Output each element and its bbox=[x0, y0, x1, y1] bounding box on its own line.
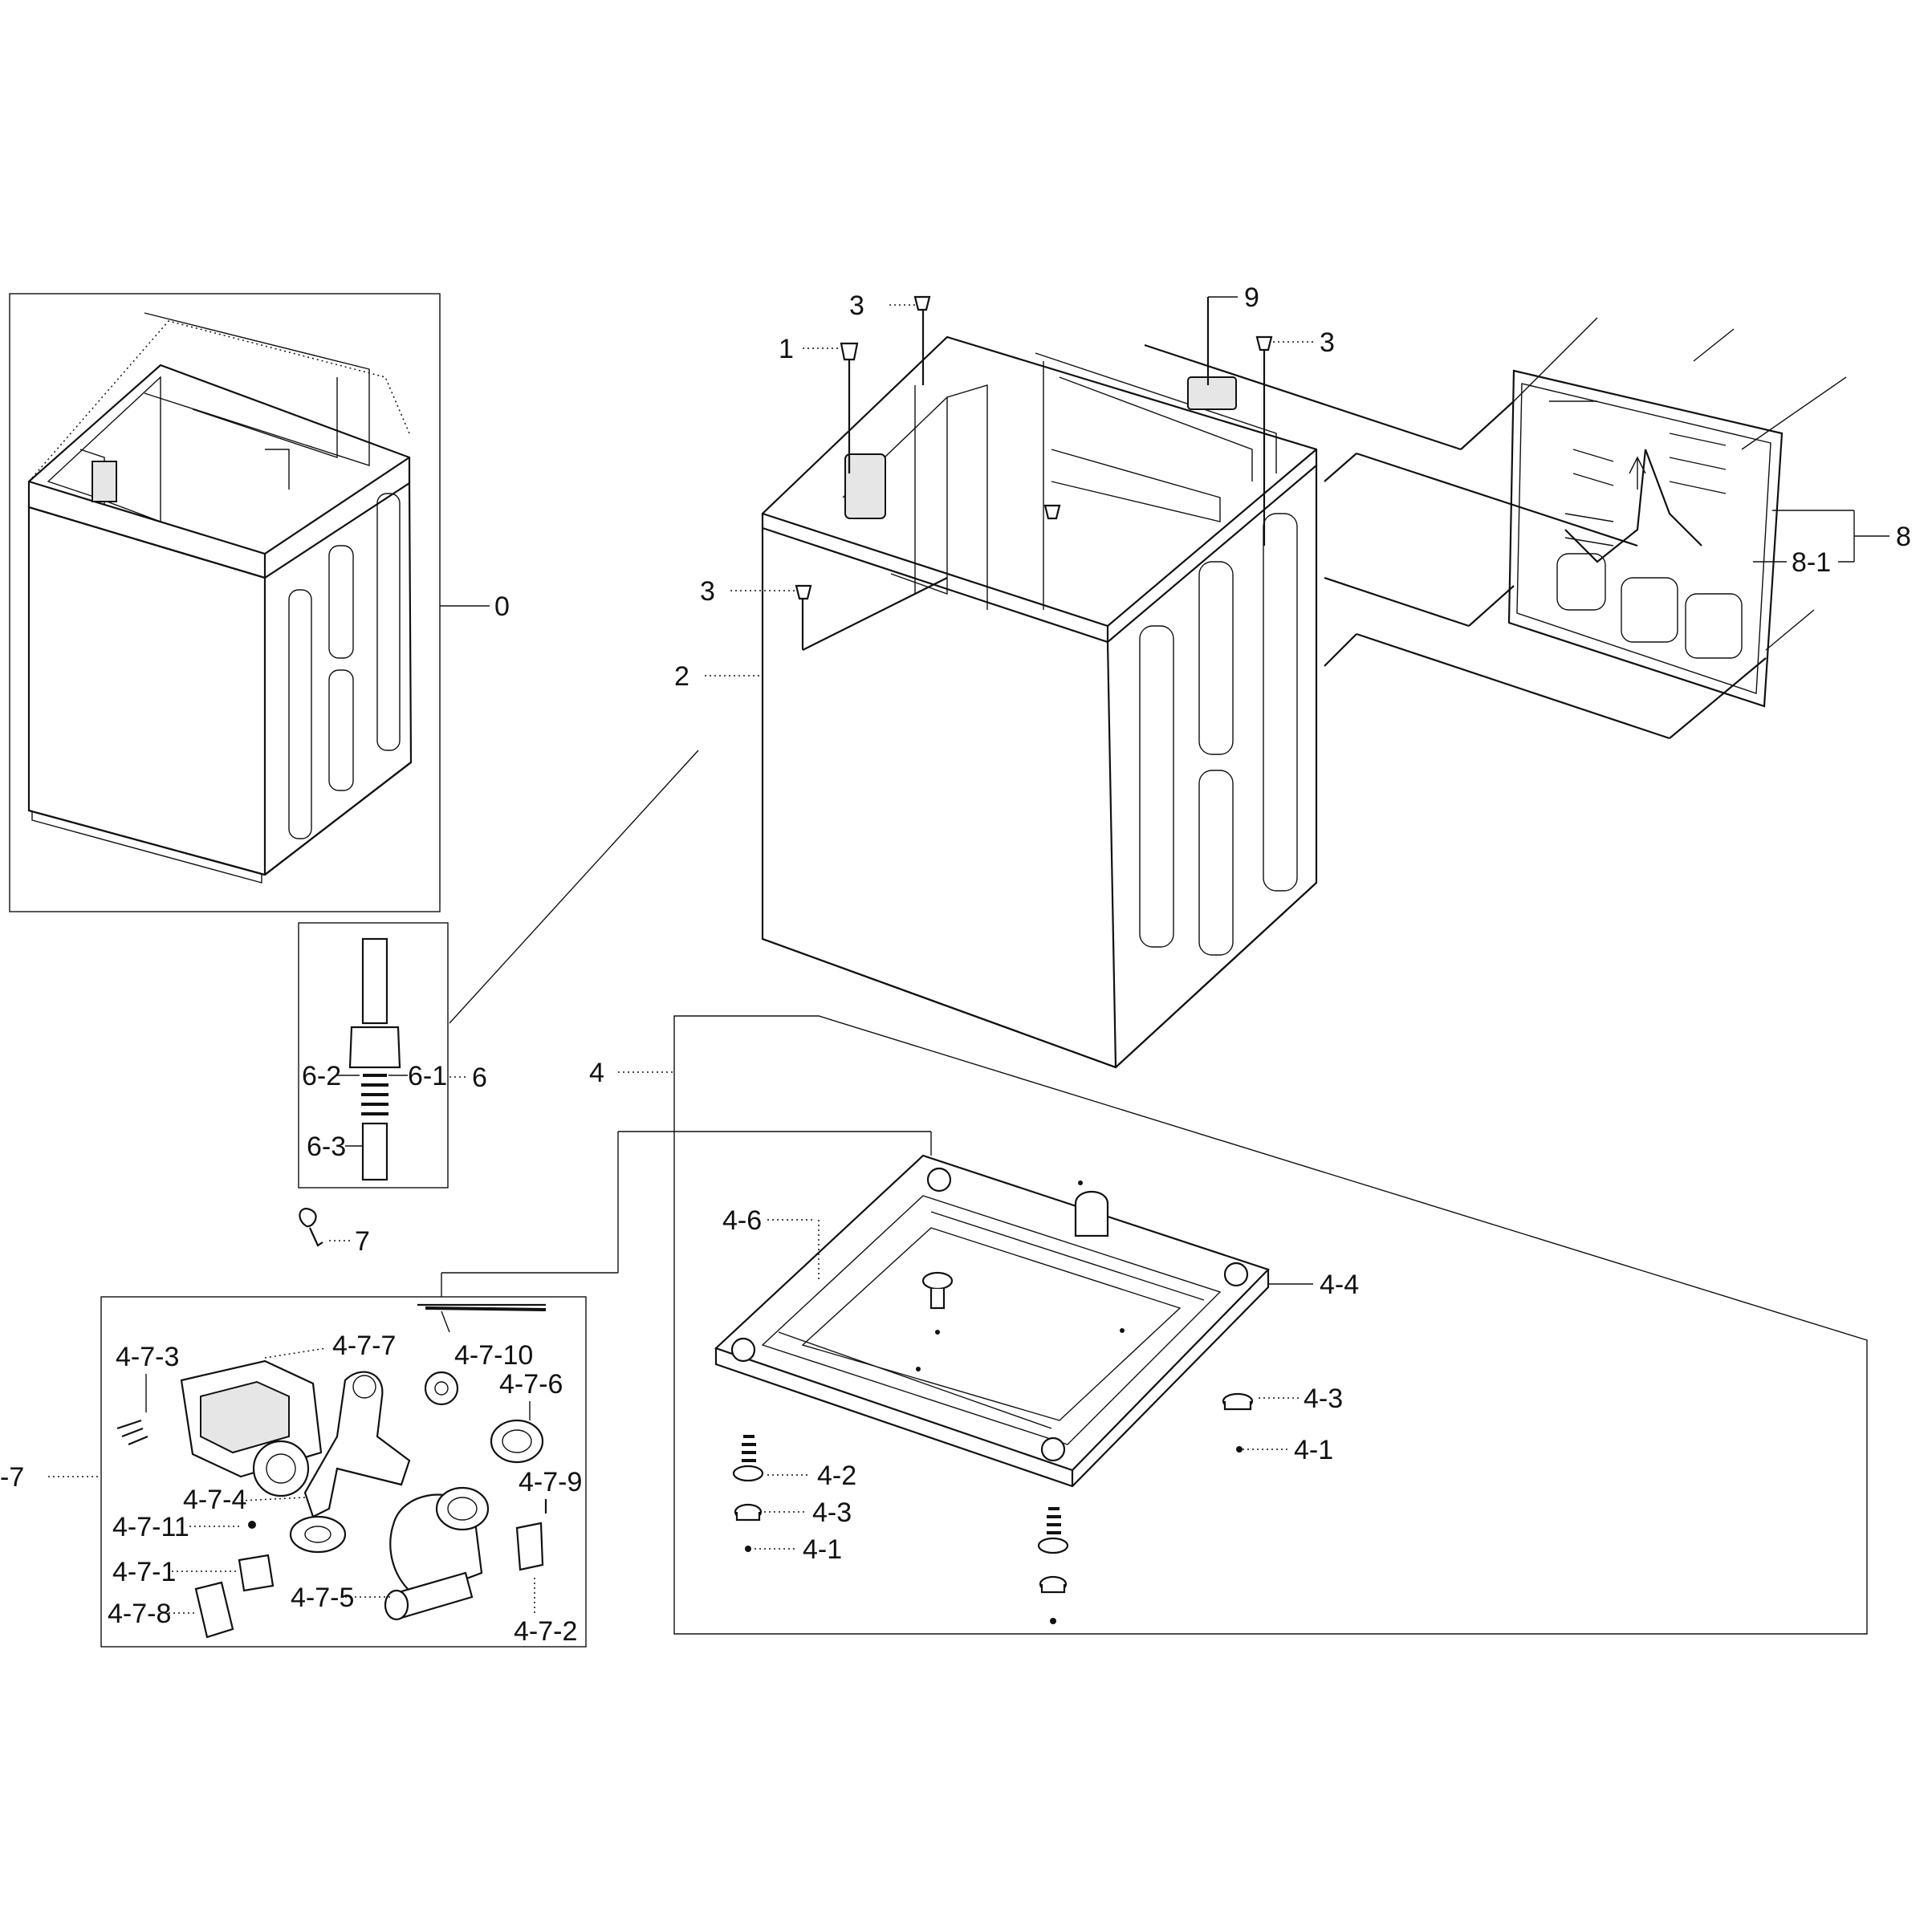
callout-0: 0 bbox=[440, 591, 510, 622]
rear-panel bbox=[1507, 369, 1784, 708]
label-4-7-2: 4-7-2 bbox=[514, 1616, 577, 1647]
label-4-3-left: 4-3 bbox=[812, 1497, 852, 1528]
label-4-6: 4-6 bbox=[722, 1205, 762, 1236]
cabinet-body bbox=[761, 295, 1318, 1069]
label-4-7-8: 4-7-8 bbox=[108, 1599, 171, 1629]
callouts-drain-hose: 6-2 6-1 6 6-3 bbox=[302, 750, 699, 1162]
label-4-7-5: 4-7-5 bbox=[291, 1583, 354, 1613]
base-assembly-box: 4 bbox=[589, 1015, 1868, 1635]
label-0: 0 bbox=[494, 591, 510, 622]
callouts-base: 4-6 4-4 4-3 4-1 4-2 4-3 4-1 bbox=[722, 1205, 1359, 1565]
label-4-4: 4-4 bbox=[1320, 1270, 1359, 1300]
label-4-7-11: 4-7-11 bbox=[112, 1512, 189, 1542]
label-4-7: -7 bbox=[0, 1462, 24, 1493]
label-6-3: 6-3 bbox=[307, 1132, 346, 1162]
label-4-7-1: 4-7-1 bbox=[112, 1557, 176, 1587]
label-6: 6 bbox=[472, 1063, 487, 1093]
label-3-right: 3 bbox=[1320, 327, 1335, 358]
callouts-cabinet: 1 3 3 3 9 2 bbox=[674, 282, 1335, 692]
label-4-7-7: 4-7-7 bbox=[332, 1331, 396, 1361]
callouts-rear-panel: 8-1 8 bbox=[1144, 317, 1911, 740]
label-3-top: 3 bbox=[849, 291, 864, 321]
label-4-7-10: 4-7-10 bbox=[454, 1340, 533, 1371]
label-6-1: 6-1 bbox=[408, 1061, 447, 1091]
label-4-1-right: 4-1 bbox=[1294, 1435, 1333, 1465]
assembled-cabinet-view bbox=[9, 293, 441, 912]
label-4: 4 bbox=[589, 1058, 604, 1088]
hose-clamp: 7 bbox=[299, 1208, 370, 1257]
label-4-3-right: 4-3 bbox=[1304, 1384, 1343, 1414]
callouts-pump: 4-7-7 4-7-3 4-7-10 4-7-6 4-7-4 4-7-11 4-… bbox=[108, 1310, 582, 1647]
label-7: 7 bbox=[355, 1226, 370, 1257]
label-2: 2 bbox=[674, 661, 689, 692]
label-4-7-9: 4-7-9 bbox=[519, 1467, 582, 1497]
label-4-7-6: 4-7-6 bbox=[499, 1369, 563, 1400]
label-3-left: 3 bbox=[700, 576, 715, 607]
label-4-1-left: 4-1 bbox=[803, 1534, 842, 1565]
drain-hose-group bbox=[298, 922, 449, 1189]
label-9: 9 bbox=[1244, 282, 1259, 313]
label-4-2: 4-2 bbox=[817, 1461, 856, 1491]
label-4-7-4: 4-7-4 bbox=[183, 1485, 246, 1515]
base-frame bbox=[714, 1154, 1271, 1488]
label-4-7-3: 4-7-3 bbox=[116, 1342, 179, 1372]
pump-assembly-box: -7 bbox=[0, 1131, 932, 1648]
base-feet bbox=[732, 1392, 1254, 1624]
label-6-2: 6-2 bbox=[302, 1061, 341, 1091]
label-1: 1 bbox=[779, 334, 794, 364]
label-8: 8 bbox=[1896, 522, 1911, 552]
label-8-1: 8-1 bbox=[1792, 547, 1831, 578]
pump-parts bbox=[116, 1303, 547, 1639]
